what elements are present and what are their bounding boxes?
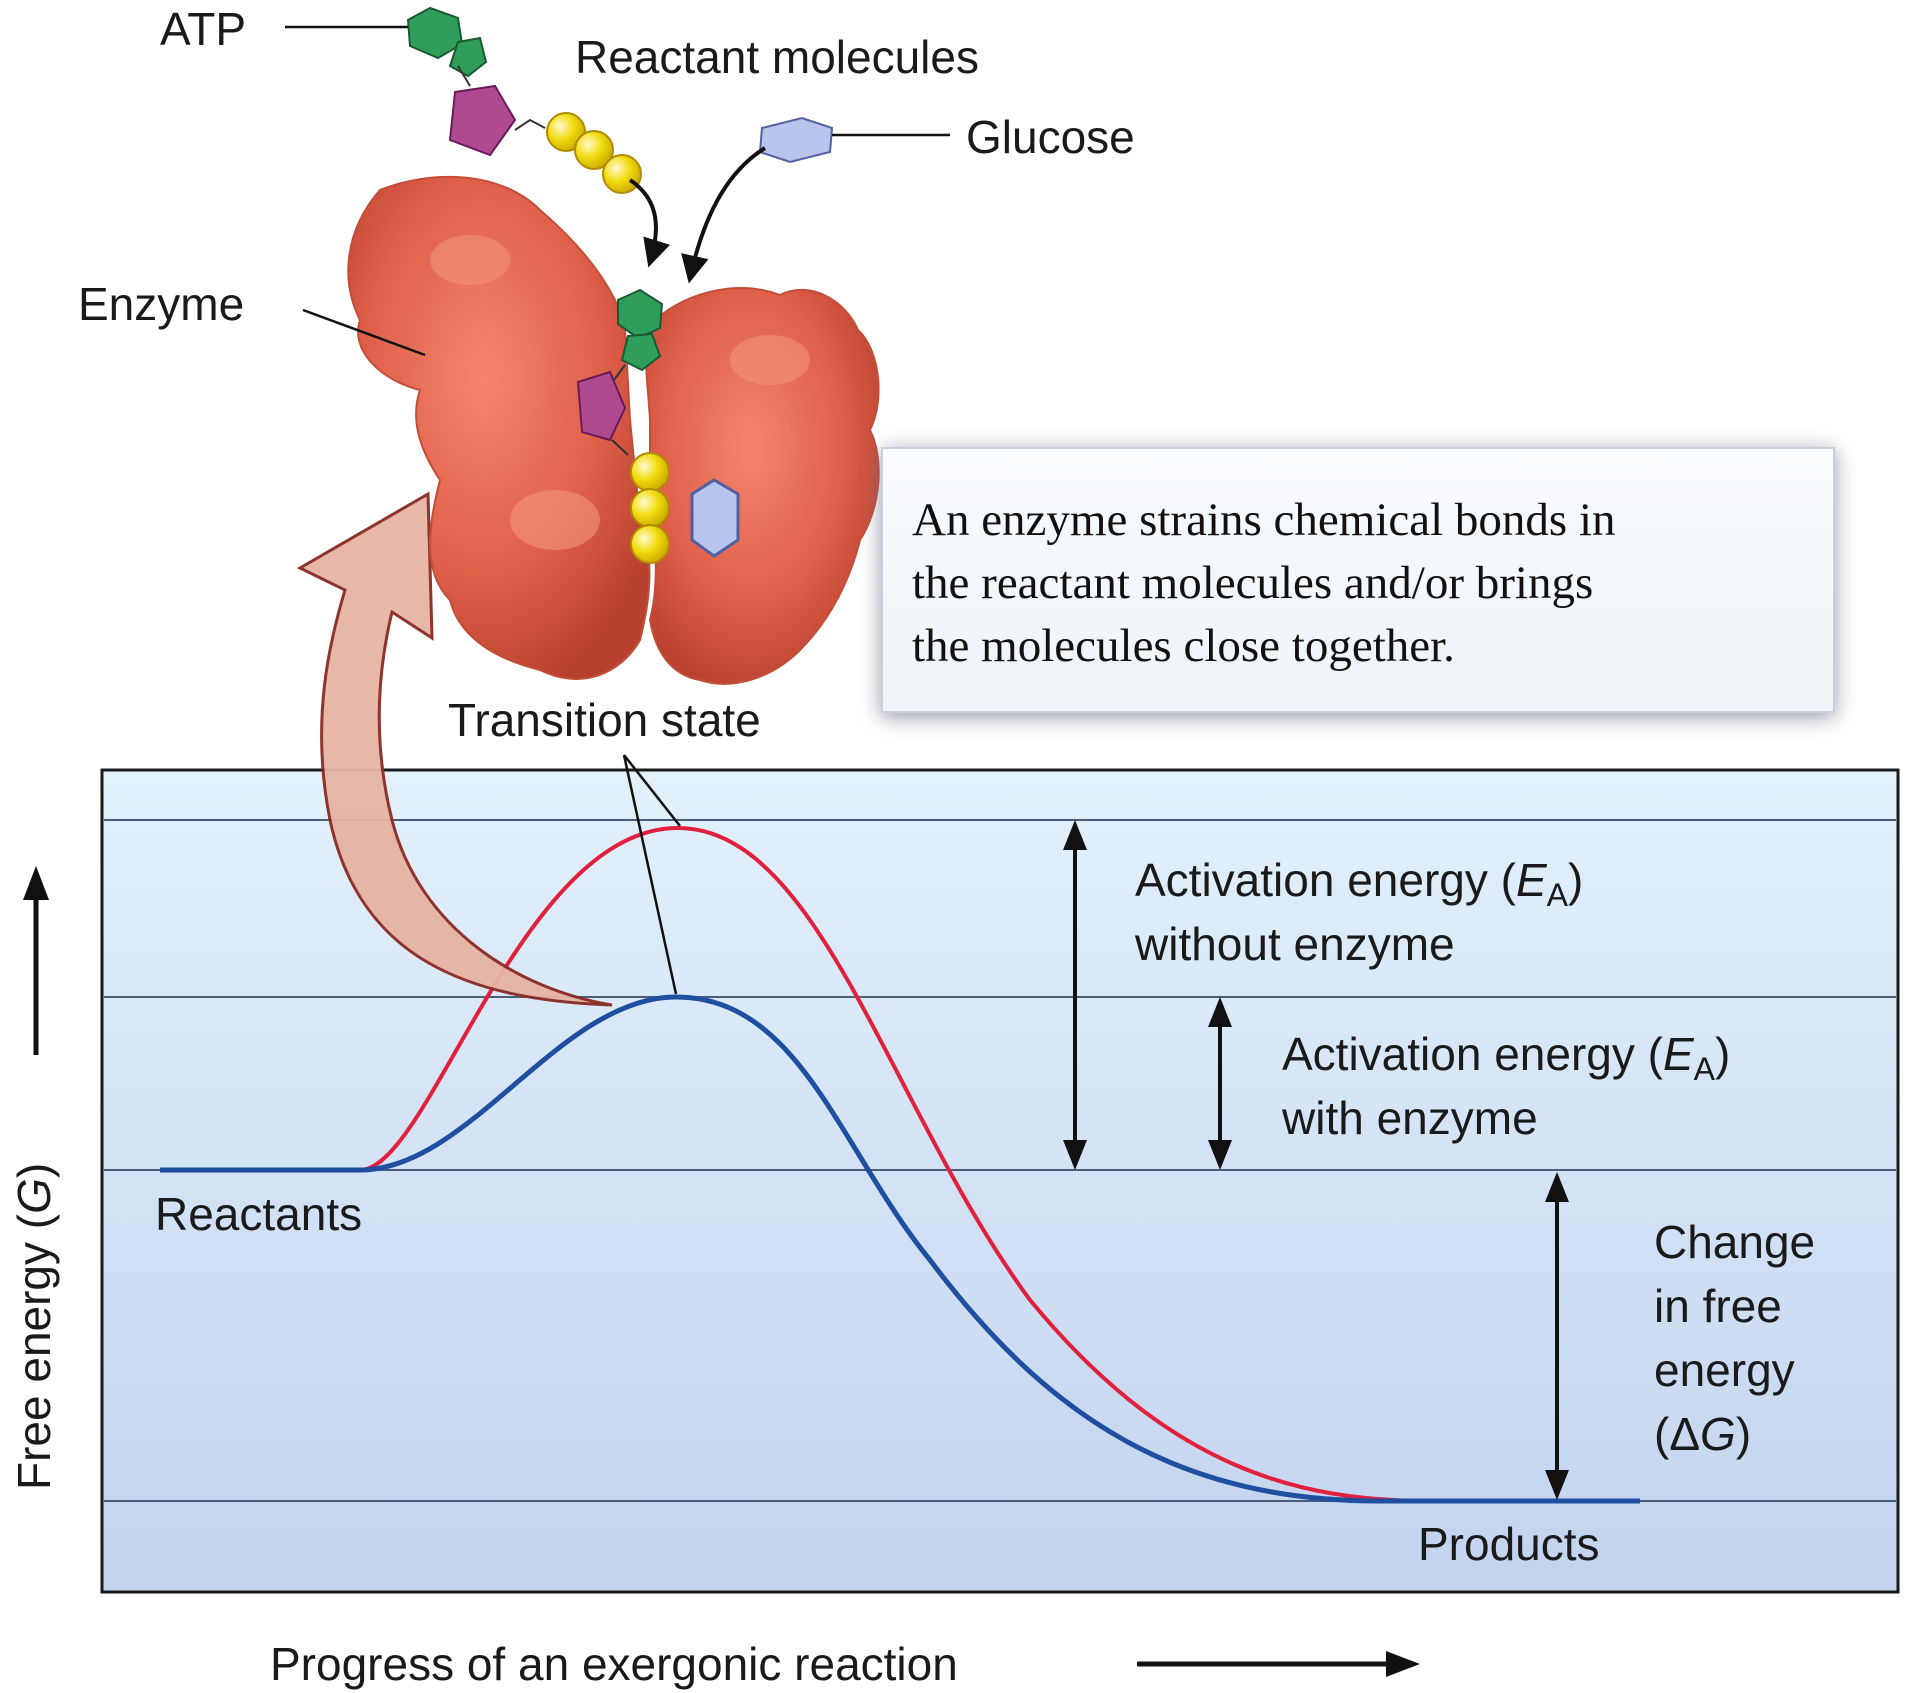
delta-g-line-2: in free [1654, 1280, 1782, 1332]
atp-label: ATP [160, 3, 246, 55]
y-axis-label-group: Free energy (G) [8, 866, 60, 1490]
activation-energy-with-label: Activation energy (EA) [1282, 1028, 1730, 1087]
reactant-molecules-label: Reactant molecules [575, 31, 979, 83]
glucose-label: Glucose [966, 111, 1135, 163]
delta-g-line-3: energy [1654, 1344, 1795, 1396]
enzyme-label: Enzyme [78, 278, 244, 330]
transition-state-label: Transition state [448, 694, 761, 746]
enzyme-pointer-line [302, 308, 426, 357]
atp-molecule-bound [576, 288, 670, 564]
x-axis-label: Progress of an exergonic reaction [270, 1638, 958, 1690]
y-axis-arrowhead [23, 866, 49, 900]
glucose-molecule-bound [690, 478, 740, 558]
arrow-ea-without [1063, 820, 1087, 1170]
curve-without-enzyme [160, 825, 1640, 1503]
reactants-label: Reactants [155, 1188, 362, 1240]
curve-with-enzyme [160, 994, 1640, 1504]
activation-energy-without-line2: without enzyme [1134, 918, 1455, 970]
delta-g-line-1: Change [1654, 1216, 1815, 1268]
delta-g-line-4: (ΔG) [1654, 1408, 1751, 1460]
transition-pointer-red [623, 754, 681, 827]
caption-box [881, 447, 1835, 713]
x-axis-label-group: Progress of an exergonic reaction [270, 1638, 1420, 1690]
big-curved-arrow [296, 491, 613, 1007]
x-axis-arrowhead [1386, 1651, 1420, 1677]
atp-molecule-free [406, 6, 642, 194]
y-axis-label: Free energy (G) [8, 1163, 60, 1490]
arrow-delta-g [1545, 1172, 1569, 1500]
caption-line-1: An enzyme strains chemical bonds in [912, 494, 1616, 546]
caption-line-2: the reactant molecules and/or brings [912, 557, 1593, 609]
enzyme-shape [347, 175, 880, 685]
activation-energy-without-label: Activation energy (EA) [1135, 854, 1583, 913]
activation-energy-with-line2: with enzyme [1281, 1092, 1538, 1144]
atp-entry-arrow [628, 178, 671, 268]
arrow-ea-with [1208, 997, 1232, 1170]
transition-pointer-blue [622, 754, 678, 995]
glucose-entry-arrow [681, 146, 767, 284]
glucose-molecule-free [758, 116, 834, 164]
caption-line-3: the molecules close together. [912, 620, 1455, 672]
products-label: Products [1418, 1518, 1600, 1570]
